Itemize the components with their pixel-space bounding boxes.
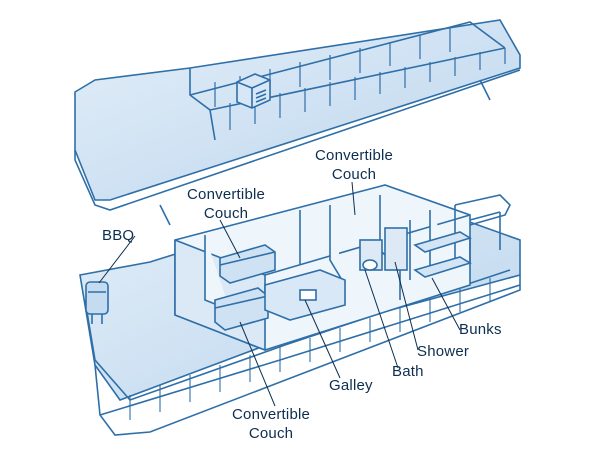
label-bbq: BBQ <box>102 227 135 244</box>
label-line: Convertible <box>187 186 266 203</box>
couch-upper <box>219 244 276 284</box>
label-bath: Bath <box>392 363 424 380</box>
bunk-beds <box>413 231 472 278</box>
lower-deck <box>79 184 521 436</box>
label-line: Couch <box>248 425 294 442</box>
label-galley: Galley <box>329 377 373 394</box>
label-line: Couch <box>203 205 249 222</box>
upper-deck <box>74 19 521 226</box>
roof-unit <box>236 73 271 109</box>
bath-fixtures <box>359 227 408 271</box>
label-line: Couch <box>331 166 377 183</box>
label-bunks: Bunks <box>459 321 502 338</box>
label-shower: Shower <box>417 343 470 360</box>
label-convertible-couch-mid: Convertible Couch <box>187 185 265 223</box>
couch-lower <box>214 287 269 331</box>
label-convertible-couch-top: Convertible Couch <box>315 146 393 184</box>
leader-lines <box>98 181 461 407</box>
label-convertible-couch-bottom: Convertible Couch <box>232 405 310 443</box>
label-line: Convertible <box>232 406 311 423</box>
bbq-grill <box>85 281 109 324</box>
galley-counter <box>264 269 346 321</box>
label-line: Convertible <box>315 147 394 164</box>
